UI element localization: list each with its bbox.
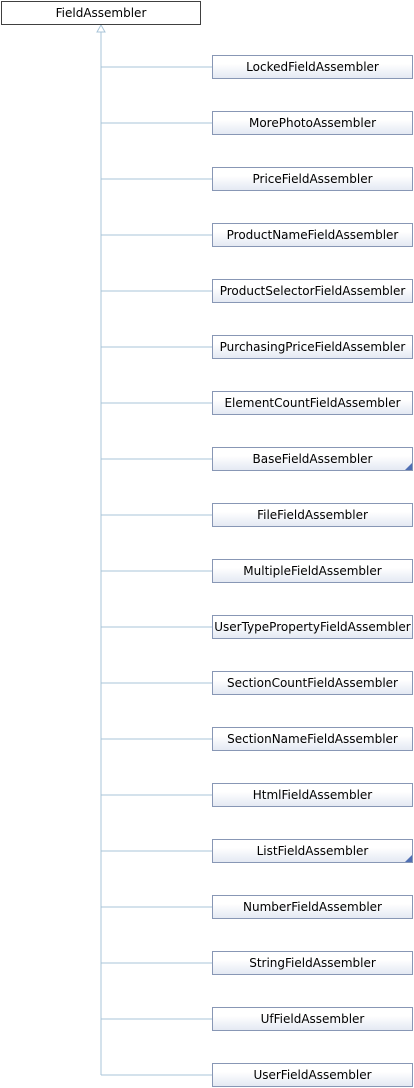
node-price-field-assembler[interactable]: PriceFieldAssembler [212,167,413,191]
more-subclasses-indicator-icon [405,463,412,470]
node-element-count-field-assembler[interactable]: ElementCountFieldAssembler [212,391,413,415]
node-uf-field-assembler[interactable]: UfFieldAssembler [212,1007,413,1031]
node-field-assembler[interactable]: FieldAssembler [1,1,201,25]
node-string-field-assembler[interactable]: StringFieldAssembler [212,951,413,975]
node-section-count-field-assembler[interactable]: SectionCountFieldAssembler [212,671,413,695]
node-product-selector-field-assembler[interactable]: ProductSelectorFieldAssembler [212,279,413,303]
node-html-field-assembler[interactable]: HtmlFieldAssembler [212,783,413,807]
node-section-name-field-assembler[interactable]: SectionNameFieldAssembler [212,727,413,751]
inheritance-arrow-icon [96,23,106,33]
node-base-field-assembler[interactable]: BaseFieldAssembler [212,447,413,471]
node-product-name-field-assembler[interactable]: ProductNameFieldAssembler [212,223,413,247]
node-file-field-assembler[interactable]: FileFieldAssembler [212,503,413,527]
node-locked-field-assembler[interactable]: LockedFieldAssembler [212,55,413,79]
more-subclasses-indicator-icon [405,855,412,862]
node-more-photo-assembler[interactable]: MorePhotoAssembler [212,111,413,135]
node-purchasing-price-field-assembler[interactable]: PurchasingPriceFieldAssembler [212,335,413,359]
node-number-field-assembler[interactable]: NumberFieldAssembler [212,895,413,919]
node-user-type-property-field-assembler[interactable]: UserTypePropertyFieldAssembler [212,615,413,639]
node-multiple-field-assembler[interactable]: MultipleFieldAssembler [212,559,413,583]
node-user-field-assembler[interactable]: UserFieldAssembler [212,1063,413,1087]
node-list-field-assembler[interactable]: ListFieldAssembler [212,839,413,863]
